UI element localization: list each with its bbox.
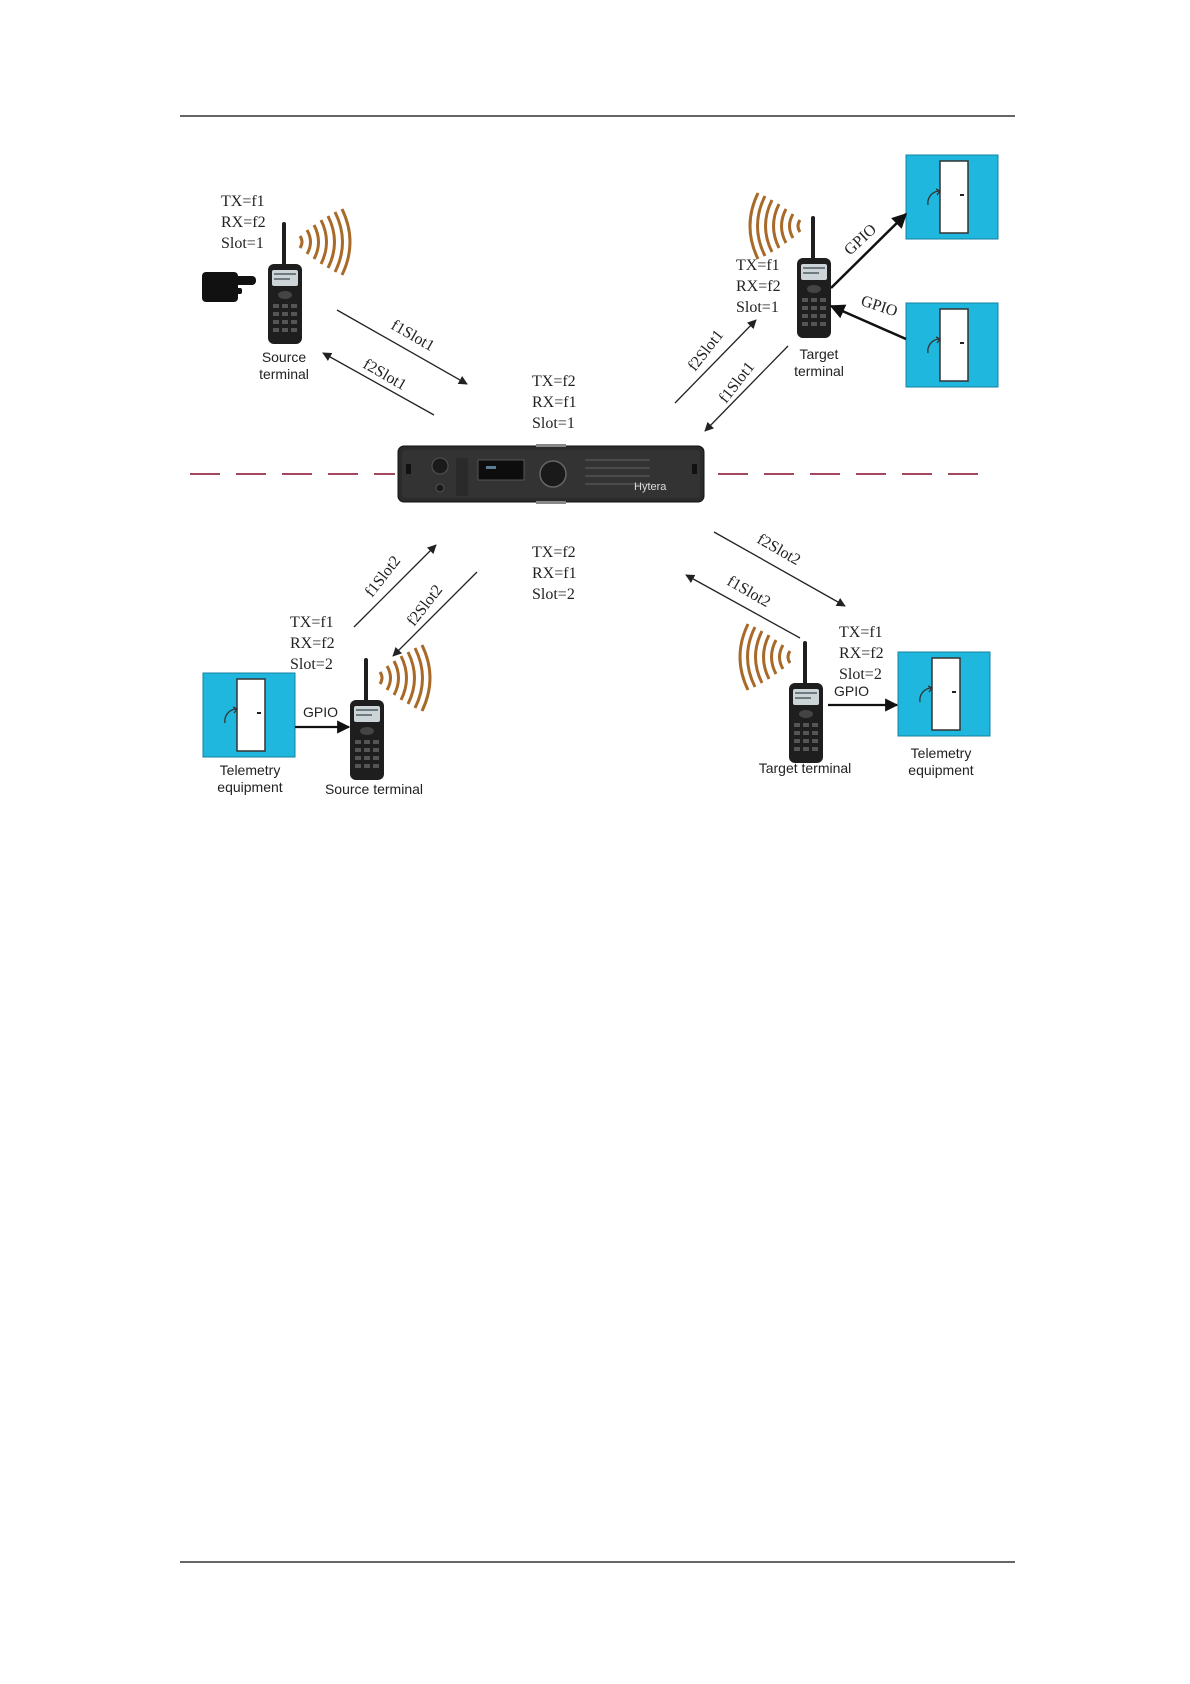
tr-gpio-out-arrow: [830, 212, 908, 289]
tl-rx: RX=f2: [221, 214, 266, 231]
repeater-slot1-tx: TX=f2: [532, 373, 576, 390]
bl-link-up: f1Slot2: [362, 553, 404, 601]
br-slot: Slot=2: [839, 666, 882, 683]
tr-arrow-down: [704, 345, 789, 432]
target-terminal-top: TX=f1 RX=f2 Slot=1 Target terminal: [736, 191, 844, 379]
radio-waves-left-icon: [748, 191, 802, 261]
bl-equipment-line2: equipment: [217, 779, 282, 795]
br-link-up: f2Slot2: [754, 531, 803, 569]
tr-arrow-up: [674, 319, 757, 404]
tr-link-up: f2Slot1: [685, 327, 727, 375]
source-terminal-top: TX=f1 RX=f2 Slot=1 Source terminal: [202, 193, 352, 382]
bl-arrow-up: [353, 544, 437, 628]
tl-label-line1: Source: [262, 349, 307, 365]
tl-slot: Slot=1: [221, 235, 264, 252]
radio-icon: [789, 641, 823, 763]
repeater-slot2-slot: Slot=2: [532, 586, 575, 603]
telemetry-box-bottom-right: [897, 651, 991, 737]
bl-label: Source terminal: [325, 781, 423, 797]
br-gpio: GPIO: [834, 683, 869, 699]
repeater-slot2-tx: TX=f2: [532, 544, 576, 561]
tl-tx: TX=f1: [221, 193, 265, 210]
radio-icon: [268, 222, 302, 344]
radio-icon: [350, 658, 384, 780]
telemetry-box-top: [905, 154, 999, 240]
tl-link-down: f2Slot1: [360, 356, 409, 394]
radio-icon: [797, 216, 831, 338]
repeater-slot1-slot: Slot=1: [532, 415, 575, 432]
tr-label-line1: Target: [800, 346, 839, 362]
tr-tx: TX=f1: [736, 257, 780, 274]
br-arrow-down: [713, 531, 846, 607]
br-tx: TX=f1: [839, 624, 883, 641]
repeater-slot1-rx: RX=f1: [532, 394, 577, 411]
tr-label-line2: terminal: [794, 363, 844, 379]
bl-gpio: GPIO: [303, 704, 338, 720]
tl-arrow-down: [322, 352, 435, 416]
tr-rx: RX=f2: [736, 278, 781, 295]
tl-label-line2: terminal: [259, 366, 309, 382]
br-equipment-line2: equipment: [908, 762, 973, 778]
tr-gpio-out: GPIO: [841, 221, 880, 259]
bl-equipment-line1: Telemetry: [220, 762, 281, 778]
repeater-brand: Hytera: [634, 481, 667, 493]
bl-arrow-down: [392, 571, 478, 657]
br-equipment-line1: Telemetry: [911, 745, 972, 761]
tl-link-up: f1Slot1: [388, 317, 437, 355]
bl-link-down: f2Slot2: [404, 582, 446, 630]
repeater-slot2-rx: RX=f1: [532, 565, 577, 582]
tl-arrow-up: [336, 309, 468, 385]
br-rx: RX=f2: [839, 645, 884, 662]
pointing-hand-icon: [202, 272, 256, 302]
target-terminal-bottom: TX=f1 RX=f2 Slot=2 Target terminal: [738, 622, 884, 776]
radio-waves-icon: [298, 207, 352, 277]
bl-slot: Slot=2: [290, 656, 333, 673]
tr-gpio-in: GPIO: [859, 293, 900, 321]
tr-gpio-in-arrow: [829, 304, 907, 341]
br-arrow-up: [685, 574, 801, 639]
br-link-down: f1Slot2: [724, 573, 773, 611]
bl-rx: RX=f2: [290, 635, 335, 652]
repeater: Hytera: [397, 444, 705, 504]
radio-waves-left-icon: [738, 622, 792, 692]
br-label: Target terminal: [759, 760, 852, 776]
telemetry-box-middle: [905, 302, 999, 388]
tr-slot: Slot=1: [736, 299, 779, 316]
source-terminal-bottom: TX=f1 RX=f2 Slot=2 Source terminal: [290, 614, 432, 797]
bl-tx: TX=f1: [290, 614, 334, 631]
radio-waves-icon: [378, 643, 432, 713]
telemetry-box-bottom-left: [202, 672, 296, 758]
